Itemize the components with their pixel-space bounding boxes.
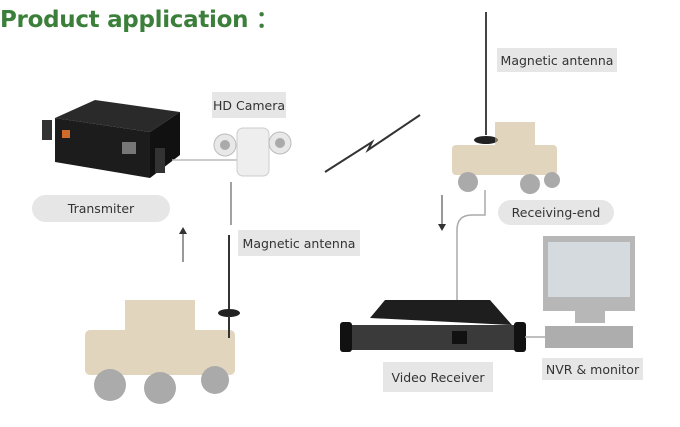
arrow-up-icon xyxy=(179,227,187,262)
transmitter-device xyxy=(42,100,180,178)
hd-camera-device xyxy=(213,127,292,177)
wireless-link-icon xyxy=(324,114,421,173)
label-video-receiver: Video Receiver xyxy=(383,362,493,392)
page-title: Product application ： xyxy=(0,7,279,33)
label-magnetic-antenna-top: Magnetic antenna xyxy=(497,48,617,72)
label-receiving-end: Receiving-end xyxy=(498,200,614,225)
video-receiver-device xyxy=(340,300,526,352)
nvr-monitor-device xyxy=(543,236,635,348)
arrow-down-icon xyxy=(438,195,446,231)
label-magnetic-antenna-bottom: Magnetic antenna xyxy=(238,230,360,256)
truck-top xyxy=(452,122,560,194)
receiver-cable xyxy=(456,190,486,300)
label-transmitter: Transmiter xyxy=(32,195,170,222)
label-hd-camera: HD Camera xyxy=(212,92,286,118)
label-nvr-monitor: NVR & monitor xyxy=(542,358,643,380)
truck-bottom xyxy=(85,300,235,404)
